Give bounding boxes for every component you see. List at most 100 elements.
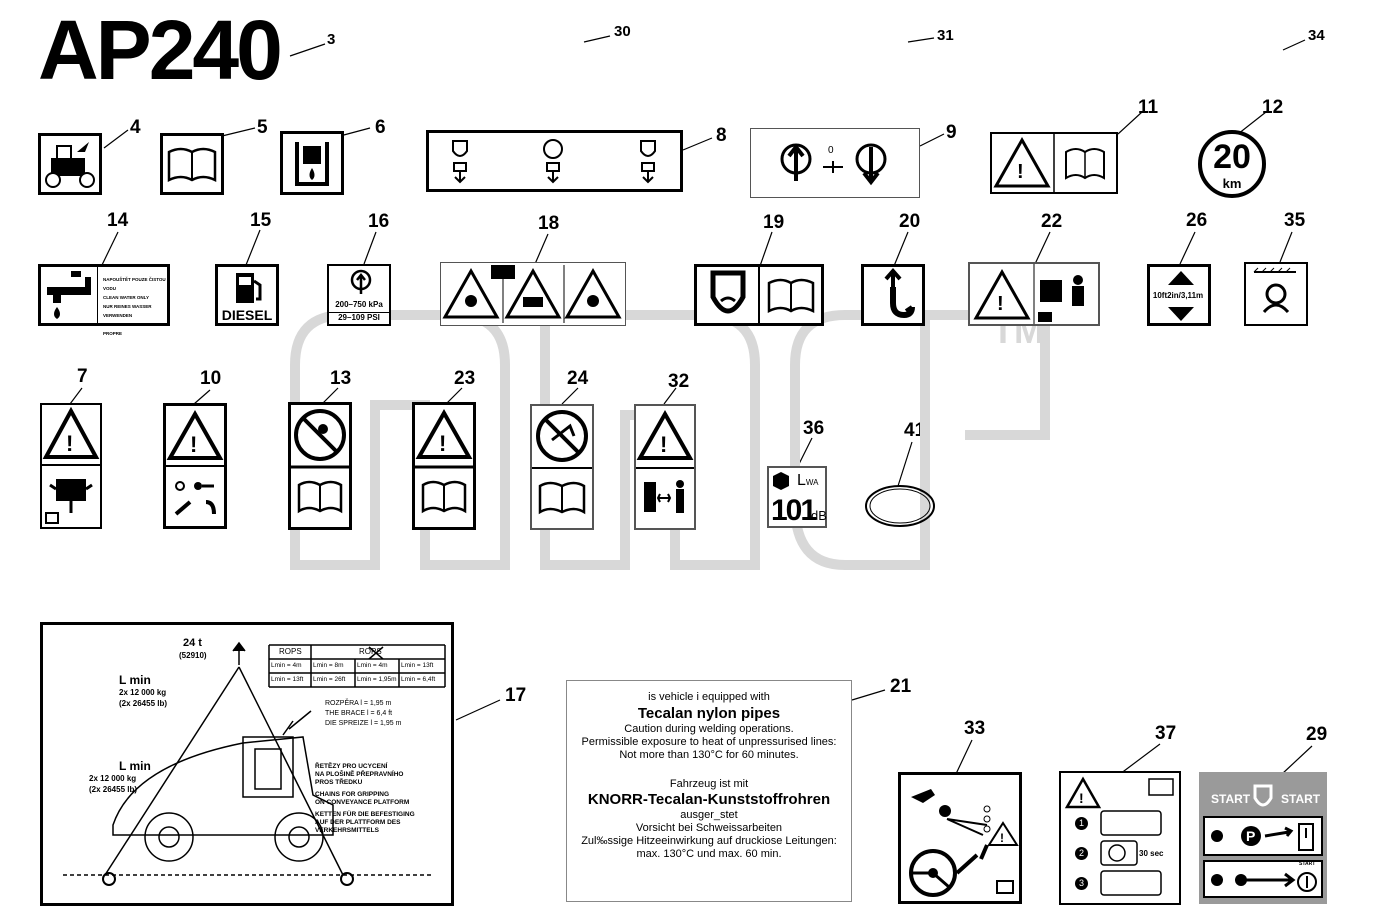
lmin-lower: L min bbox=[119, 759, 151, 773]
callout-14: 14 bbox=[107, 210, 129, 231]
water-line-3: NUR REINES WASSER VERWENDEN bbox=[103, 304, 152, 318]
start-step-1-panel: P bbox=[1203, 816, 1323, 856]
start-step-2-panel: START bbox=[1203, 860, 1323, 898]
decal-9: 0 bbox=[750, 128, 920, 198]
svg-text:P: P bbox=[1246, 828, 1255, 844]
tecalan-line-2: Tecalan nylon pipes bbox=[637, 705, 781, 722]
decal-37: ! 1 2 3 30 sec bbox=[1059, 771, 1181, 905]
warning-manual-icon: ! bbox=[993, 134, 1105, 192]
callout-4: 4 bbox=[130, 117, 141, 138]
brace-line-1: ROZPĚRA l = 1,95 m bbox=[325, 700, 392, 707]
callout-35: 35 bbox=[1284, 210, 1306, 231]
callout-22: 22 bbox=[1041, 211, 1063, 232]
svg-text:!: ! bbox=[1079, 790, 1084, 806]
decal-4 bbox=[38, 133, 102, 195]
rops-cell-1: Lmin = 4m bbox=[271, 662, 302, 669]
load-lower: 2x 12 000 kg bbox=[89, 774, 137, 783]
engine-start-icon bbox=[1253, 784, 1273, 807]
lifting-diagram bbox=[63, 641, 446, 886]
decal-22: ! bbox=[968, 262, 1100, 326]
load-upper-lb: (2x 26455 lb) bbox=[119, 699, 168, 708]
rops-crossed-header: ROPS bbox=[359, 647, 382, 656]
callout-5: 5 bbox=[257, 117, 268, 138]
water-tap-icon bbox=[47, 271, 91, 319]
decal-16: 200–750 kPa 29–109 PSI bbox=[327, 264, 391, 326]
model-title: AP240 bbox=[38, 3, 283, 97]
step-2: 2 bbox=[1075, 847, 1088, 860]
lwa-label: LWA bbox=[797, 472, 819, 490]
crush-zone-warning-icon: ! bbox=[973, 264, 1084, 324]
callout-13: 13 bbox=[330, 368, 352, 389]
rops-cell-3: Lmin = 4m bbox=[357, 662, 388, 669]
callout-37: 37 bbox=[1155, 723, 1177, 744]
load-upper: 2x 12 000 kg bbox=[119, 688, 167, 697]
keep-distance-warning-icon: ! bbox=[636, 409, 694, 513]
decal-11: ! bbox=[990, 132, 1118, 194]
weight-label: 24 t bbox=[183, 637, 202, 649]
key-start-icon bbox=[1211, 872, 1317, 892]
rops-cell-2: Lmin = 8m bbox=[313, 662, 344, 669]
wait-seconds: 30 sec bbox=[1139, 849, 1164, 858]
lever-neutral-label: 0 bbox=[828, 145, 834, 156]
decal-5 bbox=[160, 133, 224, 195]
water-text: NAPOUŠTĚT POUZE ČISTOU VODU CLEAN WATER … bbox=[103, 275, 167, 338]
rops-cell-8: Lmin = 6,4ft bbox=[401, 676, 436, 683]
tecalan-line-1: is vehicle i equipped with bbox=[648, 691, 770, 703]
chains-line-4: CHAINS FOR GRIPPING bbox=[315, 791, 390, 798]
decal-32: ! bbox=[634, 404, 696, 530]
step-1: 1 bbox=[1075, 817, 1088, 830]
callout-6: 6 bbox=[375, 117, 386, 138]
callout-16: 16 bbox=[368, 211, 390, 232]
decal-14: NAPOUŠTĚT POUZE ČISTOU VODU CLEAN WATER … bbox=[38, 264, 170, 336]
tecalan-line-5: Not more than 130°C for 60 minutes. bbox=[619, 749, 799, 761]
decal-18 bbox=[440, 262, 626, 326]
tecalan-line-11: max. 130°C und max. 60 min. bbox=[636, 848, 782, 860]
decal-29: START START P START bbox=[1199, 772, 1327, 904]
decal-33: ! bbox=[898, 772, 1022, 904]
water-line-1: NAPOUŠTĚT POUZE ČISTOU VODU bbox=[103, 277, 166, 291]
start-small-label: START bbox=[1299, 861, 1316, 867]
rops-cell-5: Lmin = 13ft bbox=[271, 676, 304, 683]
callout-31: 31 bbox=[937, 27, 954, 44]
decal-24 bbox=[530, 404, 594, 530]
tecalan-line-7: KNORR-Tecalan-Kunststoffrohren bbox=[587, 791, 831, 808]
svg-text:!: ! bbox=[439, 431, 446, 456]
callout-20: 20 bbox=[899, 211, 921, 232]
key-service-warning-icon: ! bbox=[166, 409, 224, 516]
decal-12-speed-limit: 20 km bbox=[1198, 130, 1266, 198]
decal-17: 24 t (52910) L min 2x 12 000 kg (2x 2645… bbox=[40, 622, 454, 906]
tecalan-line-4: Permissible exposure to heat of unpressu… bbox=[581, 736, 837, 748]
decal-26: 10ft2in/3,11m bbox=[1147, 264, 1211, 326]
divider bbox=[97, 267, 98, 323]
steering-warning-icon: ! bbox=[909, 789, 1019, 897]
callout-9: 9 bbox=[946, 122, 957, 143]
callout-12: 12 bbox=[1262, 97, 1284, 118]
tecalan-line-9: Vorsicht bei Schweissarbeiten bbox=[635, 822, 783, 834]
decal-36: LWA 101 dB bbox=[767, 466, 827, 528]
callout-3: 3 bbox=[327, 31, 336, 48]
lifting-hook-icon bbox=[884, 267, 915, 319]
rops-cell-6: Lmin = 26ft bbox=[313, 676, 346, 683]
svg-text:!: ! bbox=[1017, 161, 1024, 183]
callout-7: 7 bbox=[77, 366, 88, 387]
lwa-letter: L bbox=[797, 472, 806, 489]
decal-15: DIESEL bbox=[215, 264, 279, 326]
sound-level-icon bbox=[773, 472, 789, 490]
tecalan-line-8: ausger_stet bbox=[680, 809, 738, 821]
fan-warning-icon: ! bbox=[42, 406, 100, 524]
callout-10: 10 bbox=[200, 368, 222, 389]
service-points-icon bbox=[452, 139, 656, 184]
parking-brake-icon: P bbox=[1211, 823, 1314, 851]
hydraulic-oil-icon bbox=[295, 142, 329, 186]
callout-34: 34 bbox=[1308, 27, 1325, 44]
decal-35 bbox=[1244, 262, 1308, 326]
decal-6 bbox=[280, 131, 344, 195]
load-lower-lb: (2x 26455 lb) bbox=[89, 785, 138, 794]
diesel-label: DIESEL bbox=[221, 307, 273, 323]
crush-hazard-warnings-icon bbox=[442, 265, 622, 323]
decal-41-ring bbox=[865, 485, 935, 527]
pressure-kpa: 200–750 kPa bbox=[335, 300, 383, 309]
manual-book-icon bbox=[167, 147, 217, 183]
start-right-label: START bbox=[1281, 792, 1321, 806]
callout-33: 33 bbox=[964, 718, 986, 739]
